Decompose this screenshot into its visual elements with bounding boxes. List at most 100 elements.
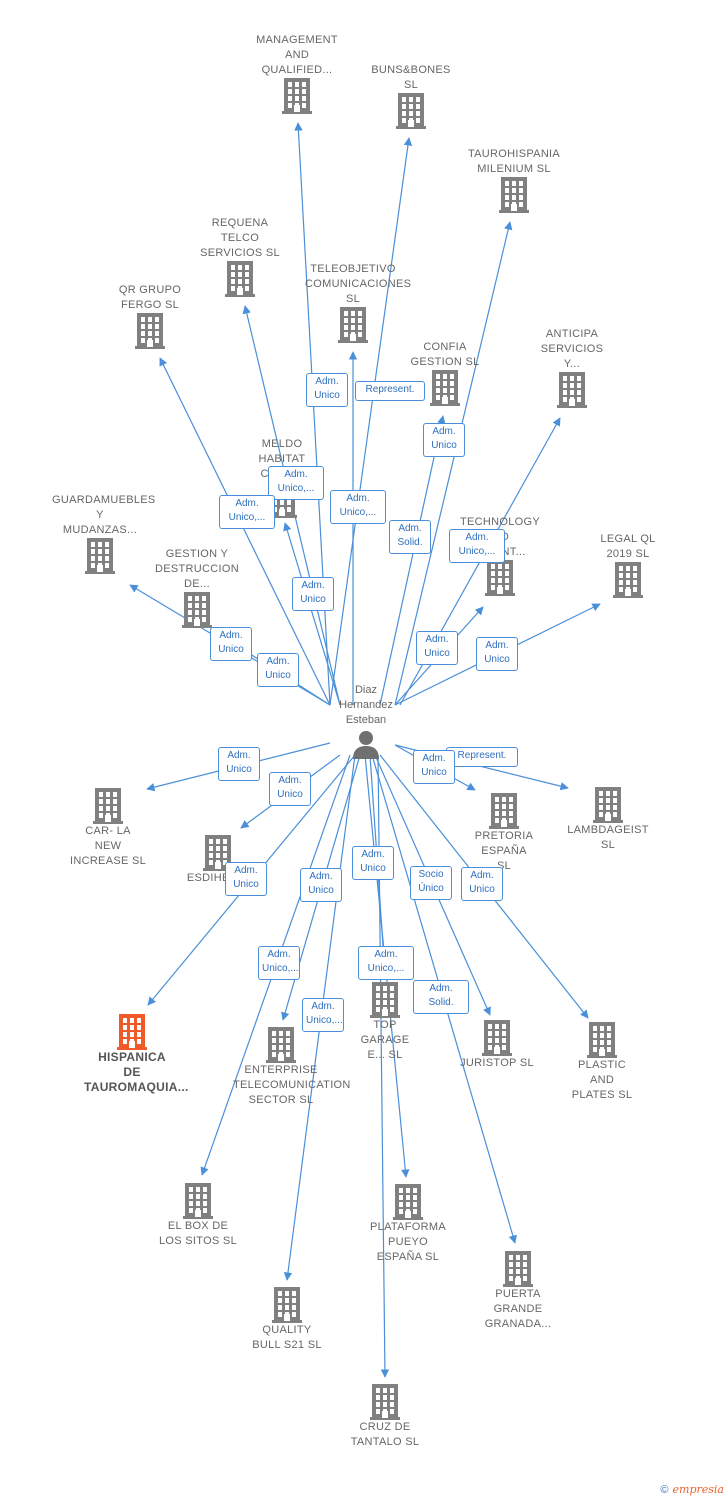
company-node-carla[interactable]: CAR- LA NEW INCREASE SL <box>60 788 156 869</box>
company-node-elbox[interactable]: EL BOX DE LOS SITOS SL <box>150 1183 246 1249</box>
company-node-enterprise[interactable]: ENTERPRISE TELECOMUNICATION SECTOR SL <box>233 1027 351 1108</box>
building-icon <box>266 1027 296 1063</box>
building-icon <box>272 1287 302 1323</box>
building-icon <box>370 982 400 1018</box>
company-label: CONFIA GESTION SL <box>410 341 480 368</box>
role-badge[interactable]: Adm. Unico,... <box>330 490 386 524</box>
building-icon <box>557 372 587 408</box>
building-icon <box>370 1384 400 1420</box>
company-label: PLATAFORMA PUEYO ESPAÑA SL <box>370 1221 446 1263</box>
company-node-bunsbones[interactable]: BUNS&BONES SL <box>363 63 459 129</box>
company-label: TOP GARAGE E... SL <box>360 1019 410 1061</box>
person-name: Diaz Hernandez Esteban <box>339 684 393 726</box>
relation-edge <box>379 415 446 706</box>
company-node-plataforma[interactable]: PLATAFORMA PUEYO ESPAÑA SL <box>360 1184 456 1265</box>
company-node-plastic[interactable]: PLASTIC AND PLATES SL <box>554 1022 650 1103</box>
company-node-guardamuebles[interactable]: GUARDAMUEBLES Y MUDANZAS... <box>52 493 156 574</box>
company-label: PRETORIA ESPAÑA SL <box>474 830 534 872</box>
company-label: GUARDAMUEBLES Y MUDANZAS... <box>52 494 156 536</box>
company-node-juristop[interactable]: JURISTOP SL <box>449 1020 545 1071</box>
role-badge[interactable]: Adm. Solid. <box>413 980 469 1014</box>
company-label: PUERTA GRANDE GRANADA... <box>484 1288 552 1330</box>
role-badge[interactable]: Adm. Unico <box>269 772 311 806</box>
role-badge[interactable]: Adm. Unico <box>461 867 503 901</box>
company-label: LEGAL QL 2019 SL <box>600 533 656 560</box>
role-badge[interactable]: Socio Único <box>410 866 452 900</box>
building-icon <box>135 313 165 349</box>
company-node-cruz[interactable]: CRUZ DE TANTALO SL <box>337 1384 433 1450</box>
company-label: CRUZ DE TANTALO SL <box>350 1421 420 1448</box>
role-badge[interactable]: Adm. Unico <box>306 373 348 407</box>
role-badge[interactable]: Represent. <box>355 381 425 401</box>
building-icon <box>93 788 123 824</box>
building-icon <box>593 787 623 823</box>
company-label: ANTICIPA SERVICIOS Y... <box>540 328 604 370</box>
company-node-puerta[interactable]: PUERTA GRANDE GRANADA... <box>470 1251 566 1332</box>
role-badge[interactable]: Adm. Unico <box>416 631 458 665</box>
building-icon <box>85 538 115 574</box>
company-node-gestion[interactable]: GESTION Y DESTRUCCION DE... <box>149 547 245 628</box>
relation-edge <box>329 137 413 706</box>
company-node-topgarage[interactable]: TOP GARAGE E... SL <box>337 982 433 1063</box>
company-label: MANAGEMENT AND QUALIFIED... <box>256 34 338 76</box>
company-label: ENTERPRISE TELECOMUNICATION SECTOR SL <box>233 1064 351 1106</box>
company-node-legalql[interactable]: LEGAL QL 2019 SL <box>580 532 676 598</box>
company-node-taurohispania[interactable]: TAUROHISPANIA MILENIUM SL <box>466 147 562 213</box>
relation-edge <box>394 221 513 706</box>
role-badge[interactable]: Adm. Unico <box>218 747 260 781</box>
building-icon <box>613 562 643 598</box>
company-node-pretoria[interactable]: PRETORIA ESPAÑA SL <box>456 793 552 874</box>
company-node-quality[interactable]: QUALITY BULL S21 SL <box>239 1287 335 1353</box>
building-icon <box>485 560 515 596</box>
relation-edge <box>283 522 341 706</box>
center-person[interactable]: Diaz Hernandez Esteban <box>321 683 411 760</box>
building-icon <box>182 592 212 628</box>
role-badge[interactable]: Adm. Unico <box>413 750 455 784</box>
company-label: TELEOBJETIVO COMUNICACIONES SL <box>305 263 412 305</box>
role-badge[interactable]: Adm. Unico,... <box>258 946 300 980</box>
company-node-qrgrupo[interactable]: QR GRUPO FERGO SL <box>102 283 198 349</box>
role-badge[interactable]: Adm. Unico,... <box>268 466 324 500</box>
company-node-management[interactable]: MANAGEMENT AND QUALIFIED... <box>249 33 345 114</box>
role-badge[interactable]: Adm. Unico <box>423 423 465 457</box>
company-label: GESTION Y DESTRUCCION DE... <box>155 548 239 590</box>
company-label: CAR- LA NEW INCREASE SL <box>69 825 147 867</box>
role-badge[interactable]: Adm. Unico,... <box>302 998 344 1032</box>
building-icon <box>396 93 426 129</box>
company-label: LAMBDAGEIST SL <box>567 824 649 851</box>
building-icon <box>587 1022 617 1058</box>
company-node-lambdageist[interactable]: LAMBDAGEIST SL <box>560 787 656 853</box>
company-node-requena[interactable]: REQUENA TELCO SERVICIOS SL <box>192 216 288 297</box>
building-icon <box>393 1184 423 1220</box>
building-icon <box>499 177 529 213</box>
company-label: QR GRUPO FERGO SL <box>118 284 182 311</box>
role-badge[interactable]: Represent. <box>446 747 518 767</box>
footer-brand: © empresia <box>660 1483 724 1496</box>
role-badge[interactable]: Adm. Unico <box>257 653 299 687</box>
company-label: PLASTIC AND PLATES SL <box>571 1059 633 1101</box>
company-label: QUALITY BULL S21 SL <box>252 1324 322 1351</box>
building-icon <box>430 370 460 406</box>
role-badge[interactable]: Adm. Solid. <box>389 520 431 554</box>
company-node-teleobjetivo[interactable]: TELEOBJETIVO COMUNICACIONES SL <box>305 262 412 343</box>
role-badge[interactable]: Adm. Unico <box>352 846 394 880</box>
role-badge[interactable]: Adm. Unico <box>292 577 334 611</box>
role-badge[interactable]: Adm. Unico <box>476 637 518 671</box>
role-badge[interactable]: Adm. Unico <box>210 627 252 661</box>
role-badge[interactable]: Adm. Unico,... <box>219 495 275 529</box>
company-node-hispanica[interactable]: HISPANICA DE TAUROMAQUIA... <box>84 1014 189 1095</box>
company-node-confia[interactable]: CONFIA GESTION SL <box>397 340 493 406</box>
building-icon <box>117 1014 147 1050</box>
building-icon <box>489 793 519 829</box>
company-label: HISPANICA DE TAUROMAQUIA... <box>84 1050 189 1094</box>
role-badge[interactable]: Adm. Unico <box>300 868 342 902</box>
role-badge[interactable]: Adm. Unico,... <box>449 529 505 563</box>
role-badge[interactable]: Adm. Unico,... <box>358 946 414 980</box>
brand-logo: empresia <box>672 1483 724 1496</box>
building-icon <box>282 78 312 114</box>
company-node-anticipa[interactable]: ANTICIPA SERVICIOS Y... <box>524 327 620 408</box>
building-icon <box>338 307 368 343</box>
company-label: JURISTOP SL <box>460 1057 534 1069</box>
role-badge[interactable]: Adm. Unico <box>225 862 267 896</box>
